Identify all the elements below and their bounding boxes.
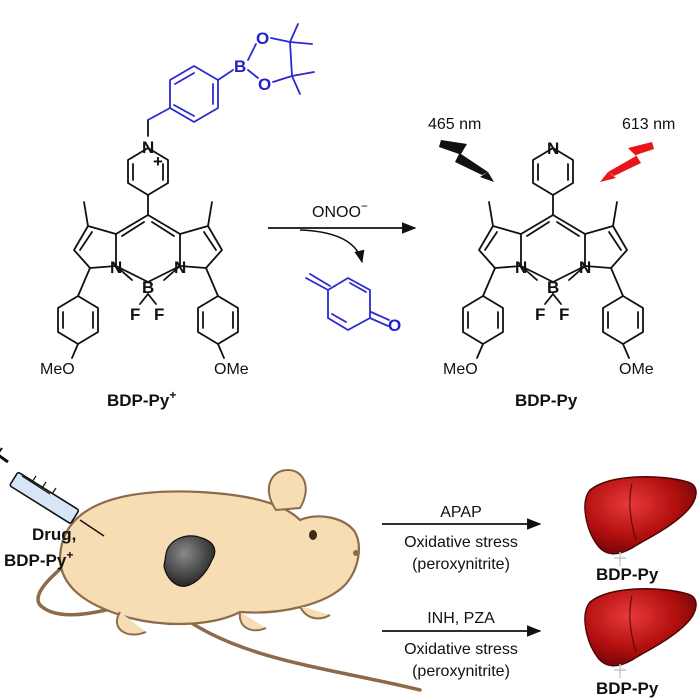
condition-1-drug: APAP bbox=[440, 504, 482, 521]
condition-row-2: INH, PZA Oxidative stress (peroxynitrite… bbox=[382, 610, 542, 680]
product-ome-right: OMe bbox=[619, 361, 654, 378]
reactant-structure: N + B O O N N B F F MeO OMe bbox=[40, 23, 315, 378]
condition-2-drug: INH, PZA bbox=[427, 610, 495, 627]
mouse-liver-icon bbox=[163, 535, 216, 587]
reactant-meo-left: MeO bbox=[40, 361, 75, 378]
emission-off-label: 465 nm bbox=[428, 116, 481, 133]
boronate-b: B bbox=[234, 57, 246, 76]
condition-1-line2: (peroxynitrite) bbox=[412, 556, 510, 573]
product-b: B bbox=[547, 278, 559, 297]
reagent-label: ONOO− bbox=[312, 199, 368, 221]
pyridinium-charge: + bbox=[153, 152, 163, 171]
product-f-right: F bbox=[559, 305, 569, 324]
emission-on-label: 613 nm bbox=[622, 116, 675, 133]
reactant-b: B bbox=[142, 278, 154, 297]
injection-label-line1: Drug, bbox=[32, 525, 76, 544]
liver-icon-1 bbox=[584, 476, 697, 566]
boronate-o-top: O bbox=[256, 29, 269, 48]
product-f-left: F bbox=[535, 305, 545, 324]
product-meo-left: MeO bbox=[443, 361, 478, 378]
reactant-label: BDP-Py+ bbox=[107, 388, 176, 410]
product-n-right: N bbox=[579, 258, 591, 277]
product-pyridine-n: N bbox=[547, 139, 559, 158]
liver-icon-2 bbox=[584, 588, 697, 678]
reactant-f-right: F bbox=[154, 305, 164, 324]
reactant-ome-right: OMe bbox=[214, 361, 249, 378]
mouse bbox=[36, 468, 422, 692]
result-1-label: BDP-Py bbox=[596, 565, 659, 584]
emission-on-bolt bbox=[600, 142, 654, 182]
injection-label-line2: BDP-Py+ bbox=[4, 548, 73, 570]
pyridinium-n: N bbox=[142, 138, 154, 157]
quinone-o: O bbox=[388, 316, 401, 335]
result-2-label: BDP-Py bbox=[596, 679, 659, 698]
reaction-arrow bbox=[268, 222, 417, 264]
condition-2-line2: (peroxynitrite) bbox=[412, 663, 510, 680]
quinone-methide: O bbox=[305, 273, 401, 335]
product-structure: N N N B F F MeO OMe bbox=[443, 139, 654, 378]
syringe-icon bbox=[0, 447, 105, 537]
emission-off-bolt bbox=[439, 140, 494, 182]
reactant-n-left: N bbox=[110, 258, 122, 277]
reactant-f-left: F bbox=[130, 305, 140, 324]
condition-1-line1: Oxidative stress bbox=[404, 534, 518, 551]
reactant-n-right: N bbox=[174, 258, 186, 277]
boronate-o-bottom: O bbox=[258, 75, 271, 94]
condition-2-line1: Oxidative stress bbox=[404, 641, 518, 658]
product-n-left: N bbox=[515, 258, 527, 277]
condition-row-1: APAP Oxidative stress (peroxynitrite) bbox=[382, 504, 542, 573]
product-label: BDP-Py bbox=[515, 391, 578, 410]
